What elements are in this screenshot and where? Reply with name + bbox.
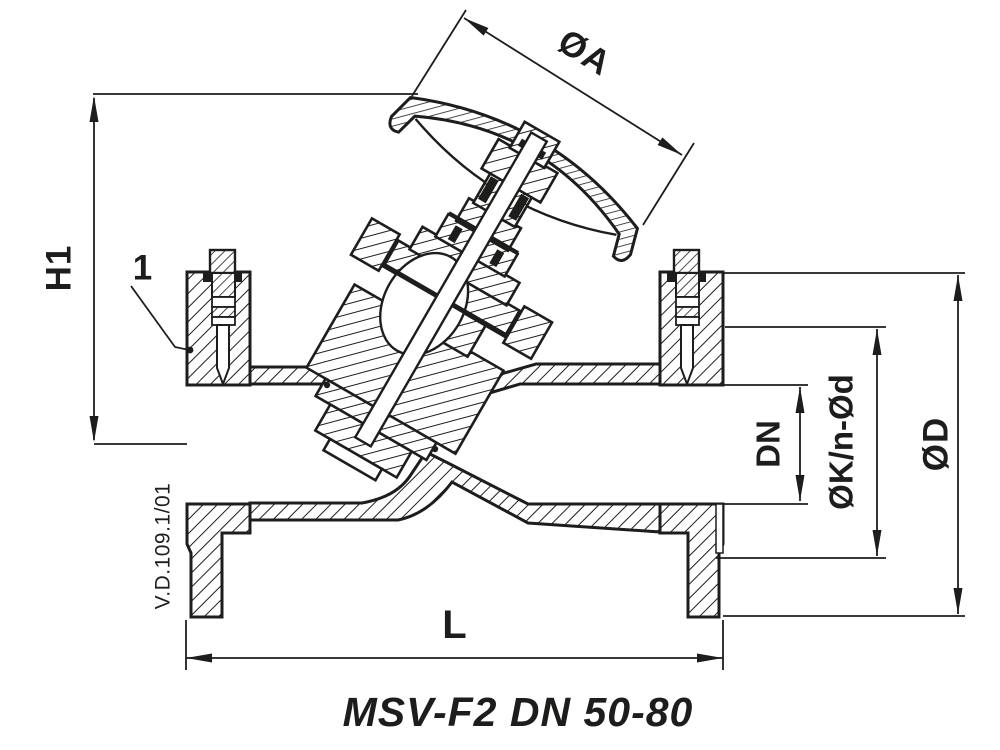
test-plug-right — [667, 248, 706, 387]
oa-dimension-line — [463, 17, 683, 156]
arrow-down-icon — [872, 530, 882, 556]
plug-tip — [321, 437, 384, 483]
outlet-flange-bolt-hole — [715, 503, 724, 554]
arrow-down-icon — [89, 416, 99, 442]
plug-washer — [675, 296, 700, 308]
pipe-wall-bottom — [248, 450, 662, 534]
dimension-oa — [411, 9, 695, 226]
arrow-up-icon — [795, 387, 805, 413]
plug-washer — [211, 316, 236, 326]
arrow-up-icon — [953, 275, 963, 301]
plug-head — [672, 248, 701, 275]
oa-extension-right — [642, 142, 695, 226]
plug-seal — [203, 271, 211, 282]
bonnet-stem-assembly — [304, 95, 640, 483]
dimension-h1 — [89, 93, 418, 445]
leader-line — [130, 285, 190, 351]
part-reference-1: 1 — [130, 248, 194, 354]
dimension-dn — [723, 384, 808, 505]
dn-label: DN — [750, 420, 787, 468]
l-label: L — [442, 603, 467, 647]
dimension-od — [723, 272, 965, 617]
plug-ring — [211, 306, 236, 318]
arrow-right-icon — [697, 653, 723, 663]
dimension-ok — [716, 326, 886, 559]
h1-label: H1 — [39, 245, 78, 292]
stem-shadow-accents — [447, 176, 530, 268]
arrow-up-icon — [89, 96, 99, 122]
drawing-caption: MSV-F2 DN 50-80 — [343, 689, 694, 735]
plug-body — [211, 272, 236, 298]
leader-dot — [186, 346, 194, 354]
arrow-downright-icon — [657, 137, 682, 155]
oa-extension-left — [411, 9, 467, 97]
arrow-down-icon — [953, 588, 963, 614]
test-plug-left — [203, 248, 242, 387]
plug-body — [675, 272, 700, 298]
arrow-down-icon — [795, 475, 805, 501]
plug-washer — [675, 316, 700, 326]
plug-head — [208, 248, 237, 275]
section-dots — [323, 381, 439, 453]
plug-seal — [234, 271, 242, 282]
arrow-left-icon — [186, 653, 212, 663]
plug-needle — [216, 324, 230, 387]
plug-needle — [680, 324, 694, 387]
bonnet-bolt-right — [501, 304, 554, 361]
dimension-l — [185, 620, 724, 670]
plug-seal — [698, 271, 706, 282]
od-label: ØD — [916, 417, 955, 472]
part1-label: 1 — [133, 248, 153, 287]
plug-ring — [675, 306, 700, 318]
plug-seal — [667, 271, 675, 282]
doc-number: V.D.109.1/01 — [151, 483, 174, 610]
arrow-up-icon — [872, 329, 882, 355]
arrow-upleft-icon — [464, 18, 489, 36]
ok-label: ØK/n-Ød — [823, 374, 860, 510]
plug-washer — [211, 296, 236, 308]
stem — [353, 130, 549, 448]
bonnet-bolt-left — [349, 216, 402, 273]
